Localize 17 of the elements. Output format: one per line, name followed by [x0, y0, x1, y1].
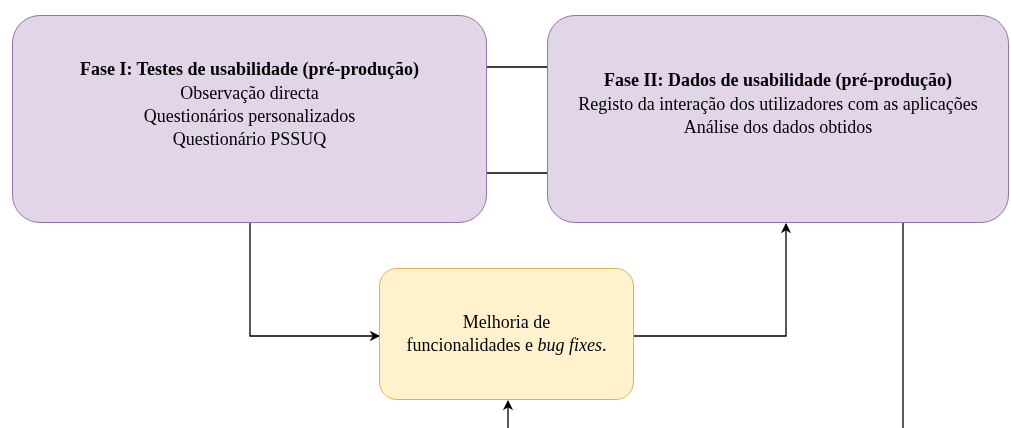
phase-title: Fase I: Testes de usabilidade (pré-produção): [79, 57, 420, 81]
connector-line: [486, 66, 548, 68]
node-text: Observação directa: [180, 81, 319, 105]
node-text: Análise dos dados obtidos: [683, 116, 873, 139]
connector-line: [486, 172, 548, 174]
phase-box: [12, 15, 487, 223]
phase-title: Fase II: Dados de usabilidade (pré-produção): [603, 69, 953, 92]
node-text: Registo da interação dos utilizadores com as aplicações: [578, 93, 978, 116]
phase-box: [547, 15, 1009, 223]
arrow: [249, 222, 381, 342]
node-text: Questionários personalizados: [143, 104, 356, 128]
arrow: [633, 222, 792, 337]
process-box: [379, 268, 634, 400]
connector-line: [902, 222, 904, 428]
arrow: [502, 399, 514, 428]
node-text: Questionário PSSUQ: [172, 127, 327, 151]
node-text: Melhoria de funcionalidades e bug fixes.: [406, 311, 607, 357]
